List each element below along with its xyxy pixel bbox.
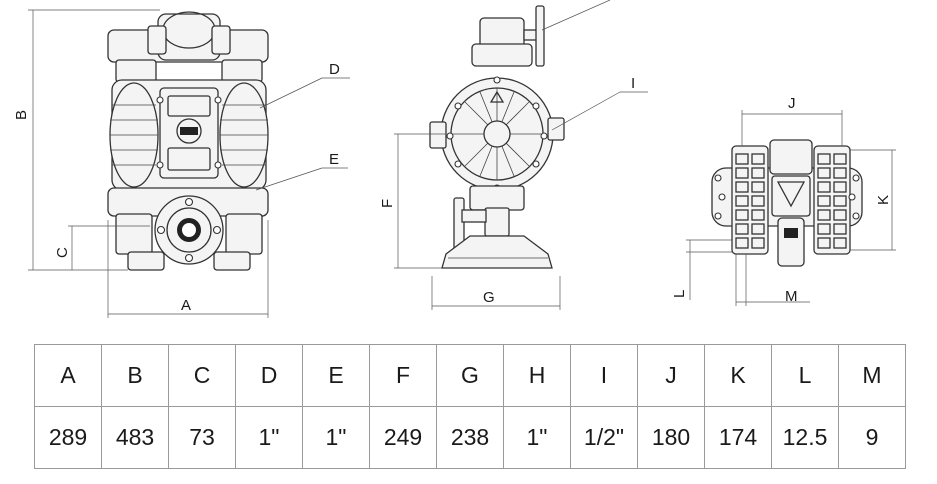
header-cell: K xyxy=(704,344,772,407)
header-cell: B xyxy=(101,344,169,407)
header-cell: J xyxy=(637,344,705,407)
header-cell: M xyxy=(838,344,906,407)
value-cell: 289 xyxy=(34,406,102,469)
value-cell: 1" xyxy=(235,406,303,469)
side-dimensions xyxy=(394,0,648,310)
header-cell: H xyxy=(503,344,571,407)
table-header-row: A B C D E F G H I J K L M xyxy=(34,344,906,407)
front-dimensions xyxy=(28,9,350,318)
header-cell: I xyxy=(570,344,638,407)
dimension-table: A B C D E F G H I J K L M 289 483 73 1" … xyxy=(34,344,906,469)
header-cell: E xyxy=(302,344,370,407)
side-view xyxy=(429,5,565,269)
label-a: A xyxy=(181,297,191,314)
value-cell: 1/2" xyxy=(570,406,638,469)
value-cell: 1" xyxy=(503,406,571,469)
value-cell: 180 xyxy=(637,406,705,469)
header-cell: C xyxy=(168,344,236,407)
value-cell: 12.5 xyxy=(771,406,839,469)
header-cell: A xyxy=(34,344,102,407)
label-f: F xyxy=(379,199,396,208)
value-cell: 73 xyxy=(168,406,236,469)
value-cell: 483 xyxy=(101,406,169,469)
label-j: J xyxy=(788,95,796,112)
header-cell: F xyxy=(369,344,437,407)
top-view xyxy=(711,139,863,267)
value-cell: 249 xyxy=(369,406,437,469)
front-view xyxy=(107,11,269,271)
table-value-row: 289 483 73 1" 1" 249 238 1" 1/2" 180 174… xyxy=(34,406,906,469)
label-m: M xyxy=(785,288,798,305)
label-k: K xyxy=(875,195,892,205)
label-g: G xyxy=(483,289,495,306)
header-cell: G xyxy=(436,344,504,407)
label-i: I xyxy=(631,75,635,92)
technical-drawing: .ln { stroke: #333333; stroke-width: 1.3… xyxy=(13,0,896,318)
header-cell: L xyxy=(771,344,839,407)
label-b: B xyxy=(13,110,30,120)
label-d: D xyxy=(329,61,340,78)
header-cell: D xyxy=(235,344,303,407)
label-e: E xyxy=(329,151,339,168)
value-cell: 1" xyxy=(302,406,370,469)
label-c: C xyxy=(54,247,71,258)
value-cell: 238 xyxy=(436,406,504,469)
label-l: L xyxy=(671,290,688,298)
top-dimensions xyxy=(686,110,896,306)
value-cell: 174 xyxy=(704,406,772,469)
value-cell: 9 xyxy=(838,406,906,469)
